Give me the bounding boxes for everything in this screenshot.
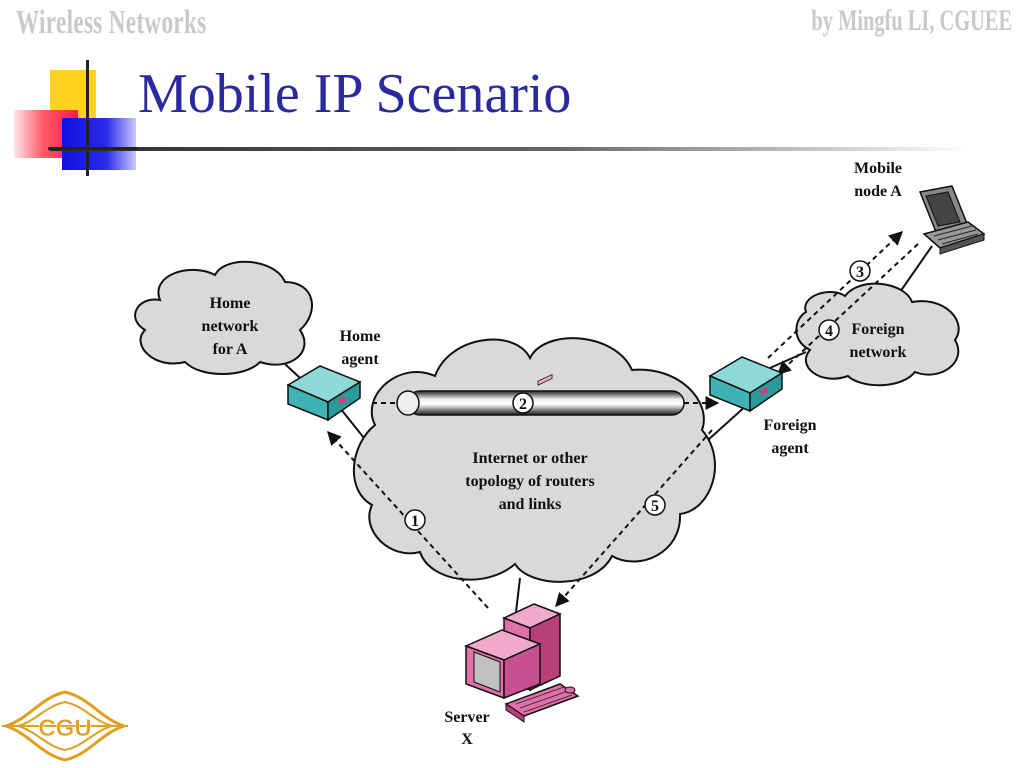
tunnel-tube xyxy=(407,390,685,416)
arrow-step-3 xyxy=(767,231,904,359)
internet-label-line3: and links xyxy=(499,496,562,513)
step-3-marker xyxy=(849,260,871,282)
course-header: Wireless Networks xyxy=(16,4,207,41)
slide-title: Mobile IP Scenario xyxy=(138,63,572,125)
step-3-label: 3 xyxy=(856,264,864,281)
step-1-marker xyxy=(404,509,426,531)
step-5-label: 5 xyxy=(651,498,659,515)
server-label-line2: X xyxy=(461,731,473,748)
home-agent-label-line1: Home xyxy=(340,328,381,345)
logo-text: CGU xyxy=(38,715,91,742)
foreign-network-label-line2: network xyxy=(850,344,907,361)
step-5-marker xyxy=(644,494,666,516)
home-network-label-line1: Home xyxy=(210,295,251,312)
home-network-cloud xyxy=(134,260,313,375)
foreign-agent-label-line1: Foreign xyxy=(763,417,816,434)
author-header: by Mingfu LI, CGUEE xyxy=(811,4,1012,37)
step-4-marker xyxy=(818,319,840,341)
home-agent-router xyxy=(286,365,362,422)
internet-label-line2: topology of routers xyxy=(465,473,594,490)
step-4-label: 4 xyxy=(825,323,833,340)
foreign-agent-router xyxy=(708,356,784,413)
step-markers: 1 2 3 4 5 xyxy=(404,260,871,531)
decorative-blue-square xyxy=(62,118,136,170)
foreign-agent-label-line2: agent xyxy=(771,440,809,457)
home-network-label-line2: network xyxy=(202,318,259,335)
decorative-vertical-line xyxy=(86,60,89,176)
step-1-label: 1 xyxy=(411,513,419,530)
home-network-label-line3: for A xyxy=(213,341,248,358)
arrow-step-5 xyxy=(555,429,713,608)
foreign-network-cloud xyxy=(795,282,960,387)
step-2-label: 2 xyxy=(519,396,527,413)
home-agent-label-line2: agent xyxy=(341,351,379,368)
laptop-icon xyxy=(918,185,986,255)
network-links xyxy=(269,245,933,613)
diagram-labels: Home network for A Home agent Internet o… xyxy=(202,160,907,748)
internet-label-line1: Internet or other xyxy=(472,450,587,467)
mobile-node-label-line2: node A xyxy=(854,183,902,200)
mobile-node-label-line1: Mobile xyxy=(854,160,902,177)
step-2-marker xyxy=(512,392,534,414)
title-underline xyxy=(50,147,970,151)
decorative-horizontal-line xyxy=(48,147,138,150)
server-computer-icon xyxy=(464,374,580,723)
server-label-line1: Server xyxy=(444,709,489,726)
arrow-step-4 xyxy=(776,243,919,375)
university-logo: CGU xyxy=(1,690,129,762)
tunnel-entry xyxy=(396,390,420,416)
foreign-network-label-line1: Foreign xyxy=(851,321,904,338)
